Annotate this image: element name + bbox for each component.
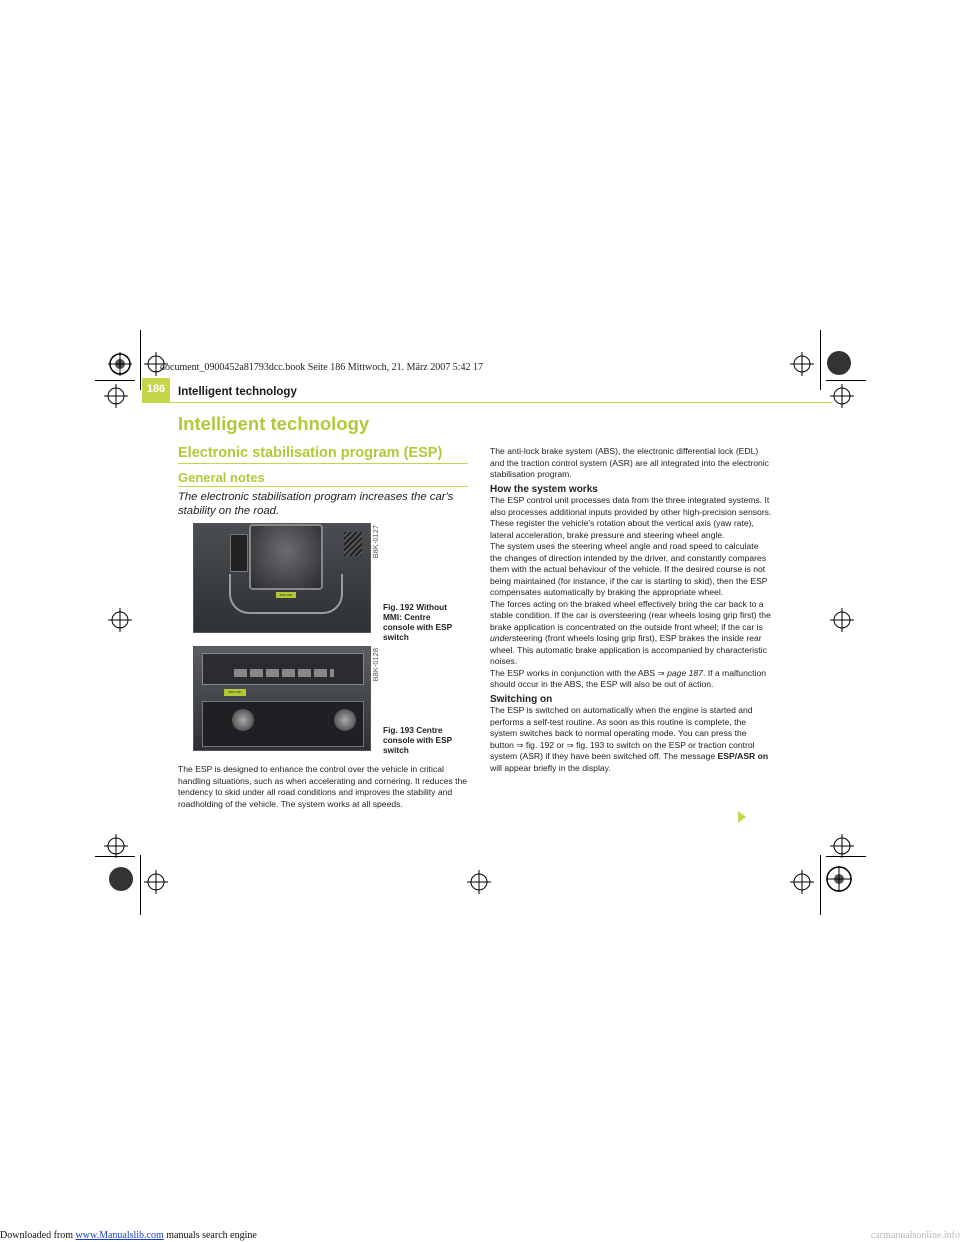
paragraph: The forces acting on the braked wheel ef… xyxy=(490,599,772,668)
watermark-site: carmanualsonline.info xyxy=(870,1230,960,1241)
registration-mark-icon xyxy=(144,352,168,376)
registration-mark-icon xyxy=(790,870,814,894)
crop-mark xyxy=(95,856,135,857)
emphasis-over: over xyxy=(598,610,616,620)
crop-mark xyxy=(140,330,141,390)
subheading-how-it-works: How the system works xyxy=(490,483,598,495)
registration-mark-icon xyxy=(104,384,128,408)
continue-arrow-icon xyxy=(738,811,746,823)
page-number-box: 186 xyxy=(142,378,170,402)
file-header: document_0900452a81793dcc.book Seite 186… xyxy=(160,362,484,373)
crop-mark xyxy=(826,380,866,381)
crop-mark xyxy=(820,855,821,915)
registration-mark-icon xyxy=(830,608,854,632)
paragraph: The ESP control unit processes data from… xyxy=(490,495,772,540)
figure-192-code: B8K-0127 xyxy=(371,525,380,559)
esp-switch-button[interactable]: ESP OFF xyxy=(276,592,296,598)
registration-mark-icon xyxy=(827,351,851,375)
subheading-switching-on: Switching on xyxy=(490,693,553,705)
gear-shifter-boot xyxy=(249,524,323,590)
page-reference-link[interactable]: ⇒ page 187 xyxy=(657,667,703,678)
registration-mark-icon xyxy=(467,870,491,894)
text-span: . If a malfunction should occur in the A… xyxy=(490,667,767,690)
figure-193-code: B8K-0128 xyxy=(371,648,380,682)
registration-mark-icon xyxy=(144,870,168,894)
climate-knob xyxy=(334,709,356,731)
registration-mark-icon xyxy=(830,834,854,858)
registration-mark-icon xyxy=(790,352,814,376)
paragraph: The anti-lock brake system (ABS), the el… xyxy=(490,446,769,479)
climate-knob xyxy=(232,709,254,731)
figure-192-caption: Fig. 192 Without MMI: Centre console wit… xyxy=(383,602,453,642)
esp-switch-button[interactable]: ESP OFF xyxy=(224,689,246,696)
intro-text: The electronic stabilisation program inc… xyxy=(178,491,454,517)
left-paragraph: The ESP is designed to enhance the contr… xyxy=(178,764,468,809)
crop-mark xyxy=(820,330,821,390)
registration-mark-icon xyxy=(830,384,854,408)
registration-mark-icon xyxy=(108,608,132,632)
air-vent xyxy=(344,532,362,556)
console-surround xyxy=(229,574,343,614)
footer-suffix: manuals search engine xyxy=(163,1230,257,1241)
section-heading: Electronic stabilisation program (ESP) xyxy=(178,445,443,461)
paragraph: The ESP is switched on automatically whe… xyxy=(490,705,772,774)
text-span: The forces acting on the braked wheel ef… xyxy=(490,598,764,621)
footer-prefix: Downloaded from xyxy=(0,1230,76,1241)
registration-mark-icon xyxy=(109,867,133,891)
crop-mark xyxy=(826,856,866,857)
text-span: The ESP works in conjunction with the AB… xyxy=(490,667,658,678)
crop-mark xyxy=(140,855,141,915)
subsection-heading: General notes xyxy=(178,470,265,485)
figure-193-image: ESP OFF xyxy=(193,646,371,751)
text-span: steering (front wheels losing grip first… xyxy=(490,633,767,666)
registration-mark-icon xyxy=(108,352,132,376)
registration-mark-icon xyxy=(826,866,852,892)
manualslib-link[interactable]: www.Manualslib.com xyxy=(75,1230,164,1241)
figure-192-image: ESP OFF xyxy=(193,523,371,633)
running-head: Intelligent technology xyxy=(178,386,297,398)
page-number: 186 xyxy=(146,383,166,395)
figure-193-caption: Fig. 193 Centre console with ESP switch xyxy=(383,725,453,755)
display-message: ESP/ASR on xyxy=(717,751,769,761)
chapter-heading: Intelligent technology xyxy=(178,413,370,434)
heading-rule xyxy=(178,463,468,464)
preset-buttons xyxy=(234,669,334,677)
text-span: The ESP is switched on automatically whe… xyxy=(490,705,755,761)
text-span: steering (rear wheels losing grip first)… xyxy=(490,610,771,632)
registration-mark-icon xyxy=(104,834,128,858)
paragraph: The system uses the steering wheel angle… xyxy=(490,541,768,597)
right-column: The anti-lock brake system (ABS), the el… xyxy=(490,446,772,774)
header-rule xyxy=(142,402,832,403)
paragraph: The ESP works in conjunction with the AB… xyxy=(490,668,772,691)
heading-rule xyxy=(178,486,468,487)
text-span: will appear briefly in the display. xyxy=(490,762,611,773)
crop-mark xyxy=(95,380,135,381)
button-cluster xyxy=(230,534,248,572)
download-footer: Downloaded from www.Manualslib.com manua… xyxy=(0,1230,257,1241)
emphasis-under: under xyxy=(490,633,512,643)
